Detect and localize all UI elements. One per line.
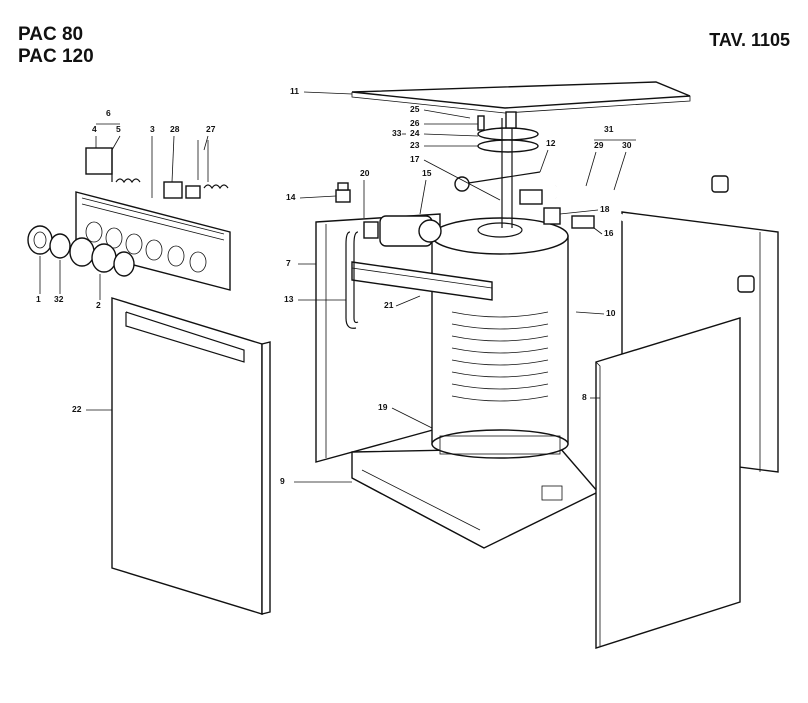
part-number-33: 33 (392, 128, 402, 138)
thermostat-block (85, 147, 141, 184)
part-number-5: 5 (116, 124, 121, 134)
left-pipe (345, 231, 359, 329)
part-number-17: 17 (410, 154, 420, 164)
base-tray (351, 447, 600, 549)
part-number-9: 9 (280, 476, 285, 486)
part-number-20: 20 (360, 168, 370, 178)
part-number-18: 18 (600, 204, 610, 214)
leader-line-11 (303, 91, 353, 95)
part-number-29: 29 (594, 140, 604, 150)
valve-14 (335, 182, 351, 203)
part-number-27: 27 (206, 124, 216, 134)
part-number-31: 31 (604, 124, 614, 134)
switch-parts (163, 140, 229, 199)
leader-line-19 (391, 407, 433, 429)
knob-hole (167, 245, 185, 267)
heat-exchanger-coil (451, 323, 549, 330)
part-number-26: 26 (410, 118, 420, 128)
part-number-1: 1 (36, 294, 41, 304)
leader-line-14 (299, 195, 337, 199)
part-number-28: 28 (170, 124, 180, 134)
heat-exchanger-coil (451, 371, 549, 378)
knob-hole (189, 251, 207, 273)
leader-line-27 (203, 135, 209, 151)
part-number-8: 8 (582, 392, 587, 402)
knobs (27, 225, 135, 277)
part-number-23: 23 (410, 140, 420, 150)
heat-exchanger-coil (451, 311, 549, 318)
part-number-19: 19 (378, 402, 388, 412)
heat-exchanger-coil (451, 395, 549, 402)
knob-hole (85, 221, 103, 243)
leader-line-24 (423, 133, 479, 137)
part-number-7: 7 (286, 258, 291, 268)
pump-assembly (363, 215, 442, 247)
control-panel (75, 191, 231, 291)
knob-hole (125, 233, 143, 255)
front-right-panel (595, 317, 741, 649)
front-door (111, 297, 271, 615)
model-label-pac120: PAC 120 (18, 46, 94, 67)
leader-line-16 (593, 227, 603, 235)
part-number-2: 2 (96, 300, 101, 310)
leader-line-12 (539, 149, 549, 173)
leader-line-28 (171, 135, 175, 183)
part-number-32: 32 (54, 294, 64, 304)
knob-hole (105, 227, 123, 249)
part-number-13: 13 (284, 294, 294, 304)
part-number-15: 15 (422, 168, 432, 178)
heat-exchanger-coil (451, 335, 549, 342)
leader-line-5 (111, 135, 121, 151)
flexible-hoses (555, 175, 755, 293)
leader-line-30 (613, 151, 627, 191)
table-reference: TAV. 1105 (709, 30, 790, 50)
heat-exchanger-coil (451, 347, 549, 354)
part-number-22: 22 (72, 404, 82, 414)
leader-line-18 (559, 209, 599, 215)
support-bracket (351, 261, 493, 301)
leader-line-29 (585, 151, 597, 187)
part-number-3: 3 (150, 124, 155, 134)
top-flange-assembly (454, 111, 595, 229)
part-number-4: 4 (92, 124, 97, 134)
part-number-25: 25 (410, 104, 420, 114)
part-number-12: 12 (546, 138, 556, 148)
leader-line-15 (419, 179, 427, 215)
part-number-10: 10 (606, 308, 616, 318)
rear-left-panel (315, 213, 441, 463)
knob-hole (145, 239, 163, 261)
part-number-16: 16 (604, 228, 614, 238)
part-number-14: 14 (286, 192, 296, 202)
heat-exchanger-coil (451, 359, 549, 366)
part-number-24: 24 (410, 128, 420, 138)
leader-line-17 (423, 159, 501, 201)
top-lid (351, 81, 691, 114)
part-number-21: 21 (384, 300, 394, 310)
part-number-11: 11 (290, 86, 299, 96)
leader-line-10 (575, 311, 605, 315)
model-label-pac80: PAC 80 (18, 24, 84, 45)
leader-line-21 (395, 295, 421, 307)
part-number-30: 30 (622, 140, 632, 150)
water-tank (431, 217, 569, 459)
heat-exchanger-coil (451, 383, 549, 390)
leader-line-25 (423, 109, 471, 119)
part-number-6: 6 (106, 108, 111, 118)
